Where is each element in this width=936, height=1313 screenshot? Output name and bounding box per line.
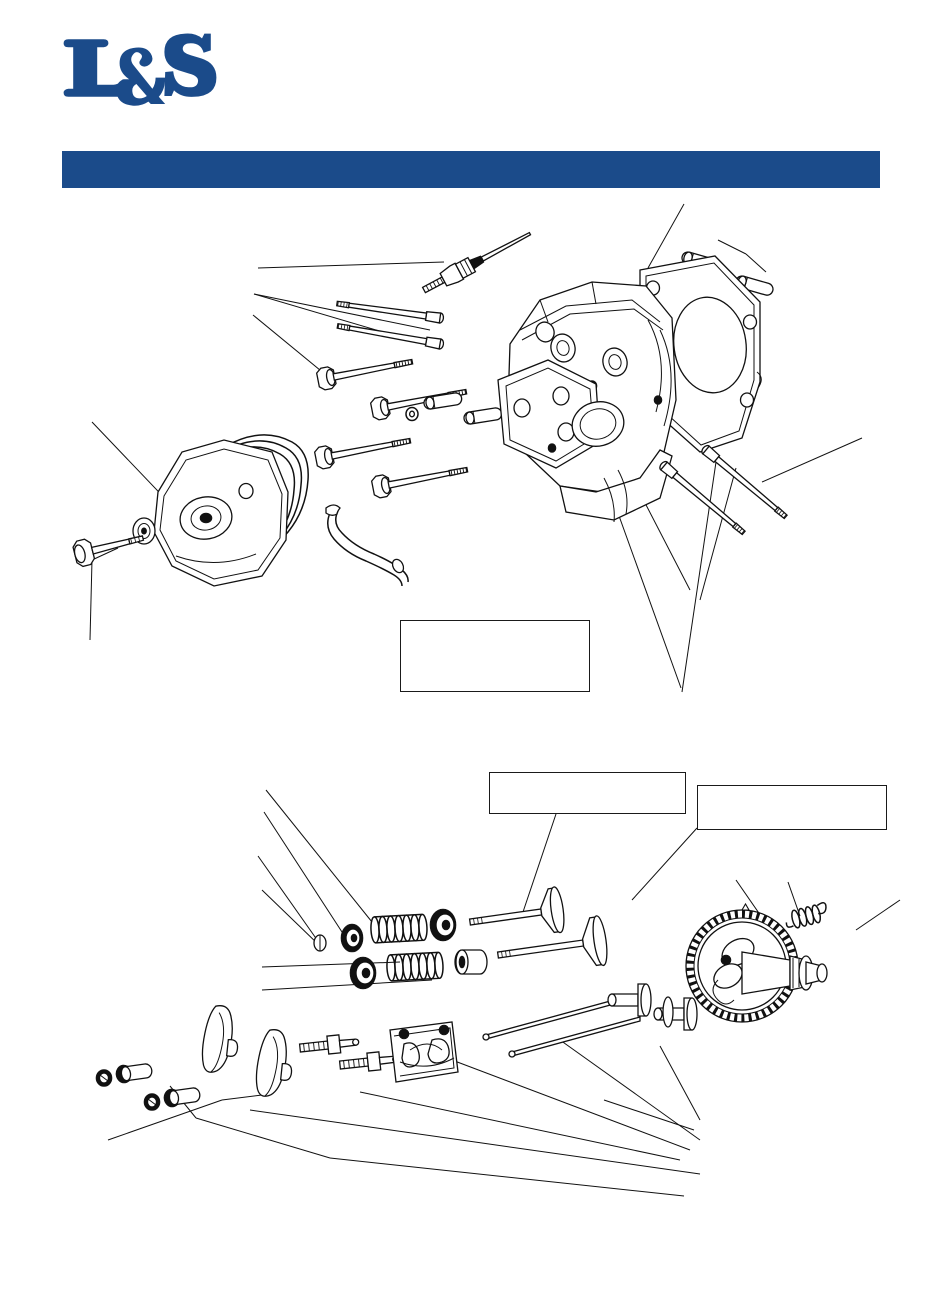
part-o-ring [405,406,419,422]
part-spark-plug [421,231,532,294]
part-camshaft [741,951,828,995]
part-head-cover [153,439,289,587]
part-spring-retainer-1 [340,923,364,953]
part-rocker-arm-bracket [389,1021,459,1083]
part-push-rod-2 [508,1016,641,1058]
figure-upper-cylinder-head [72,203,863,693]
leader-lines-callouts [522,813,698,913]
part-valve-lifter-1 [607,983,652,1017]
callout-box-b [489,772,686,814]
part-exhaust-valve [496,915,608,967]
part-valve-cotter-1 [313,934,327,952]
part-adjusting-screw-1 [115,1063,153,1084]
part-breather-tube [325,504,409,587]
part-valve-spring-2 [385,951,446,982]
part-decompressor-spring [785,902,827,929]
part-rocker-pivot-bolt-1 [298,1034,360,1055]
part-flange-bolt-3 [313,429,413,471]
part-spring-retainer-2 [349,956,377,990]
part-valve-spring-1 [369,913,430,944]
leader-lines-lower-left [257,789,433,991]
title-banner [62,151,880,188]
part-cover-bolt [72,535,145,568]
part-rocker-pivot-bolt-2 [338,1051,400,1072]
leader-lines-bottom-fan [107,1039,701,1197]
part-dowel-pin-2 [462,406,504,426]
part-valve-seal-1 [429,908,457,942]
part-rocker-arm-2 [255,1029,293,1097]
ls-logo [62,26,222,110]
part-adjusting-nut-2 [143,1093,161,1111]
part-cylinder-head [497,281,677,523]
part-adjusting-nut-1 [95,1069,113,1087]
part-dowel-pin-1 [422,391,464,411]
part-valve-lifter-2 [653,997,698,1031]
part-flange-bolt-1 [315,350,415,392]
part-stud-bolt-1 [335,297,445,325]
part-valve-lifter-3 [662,996,674,1028]
part-intake-valve [468,886,565,934]
callout-box-c [697,785,887,830]
figure-lower-valve-train [95,789,901,1197]
part-rocker-arm-1 [201,1005,239,1073]
part-flange-bolt-4 [370,458,470,500]
part-adjusting-screw-2 [163,1087,201,1108]
part-valve-stem-seal [454,949,488,975]
leader-lines-upper-left [89,261,445,641]
callout-box-a [400,620,590,692]
part-stud-bolt-2 [336,320,445,351]
